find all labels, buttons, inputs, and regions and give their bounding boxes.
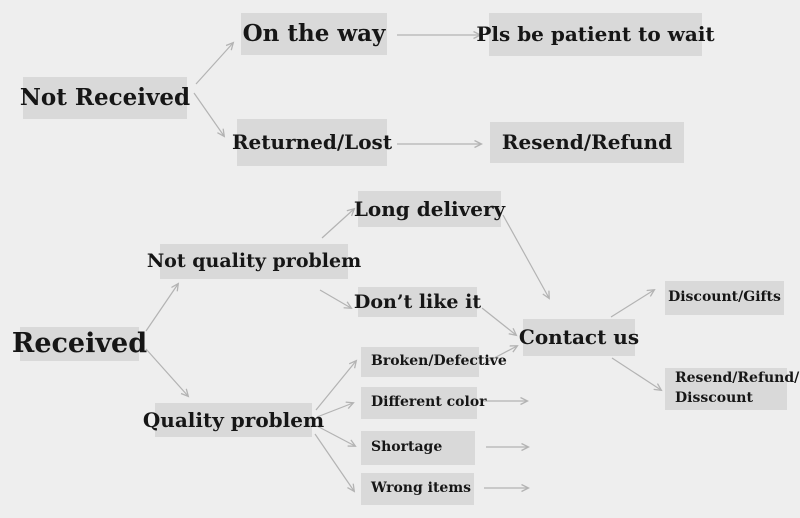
flow-node-label: Quality problem: [142, 407, 325, 432]
edge-not-received-to-on-the-way: [195, 43, 233, 85]
flow-node-different-color: Different color: [361, 387, 487, 419]
flow-node-label: Disscount: [675, 390, 753, 406]
flow-node-not-received: Not Received: [19, 77, 191, 119]
edge-not-received-to-returned-lost: [193, 92, 224, 136]
edge-not-quality-problem-to-long-delivery: [321, 209, 354, 239]
edge-quality-problem-to-shortage: [316, 425, 355, 446]
edge-quality-problem-to-wrong-items: [314, 433, 354, 491]
flow-node-label: Not Received: [19, 83, 191, 111]
edge-received-to-quality-problem: [145, 348, 188, 396]
flow-node-received: Received: [12, 327, 147, 361]
flow-node-label: On the way: [242, 19, 386, 47]
flow-node-label: Don’t like it: [353, 290, 482, 313]
flow-node-label: Contact us: [518, 325, 640, 350]
edge-broken-defective-to-contact-us: [482, 346, 517, 365]
flow-node-dont-like-it: Don’t like it: [354, 287, 481, 317]
flow-node-discount-gifts: Discount/Gifts: [665, 281, 784, 315]
flow-node-quality-problem: Quality problem: [143, 403, 324, 437]
flow-node-label: Long delivery: [353, 196, 506, 221]
flow-node-label: Pls be patient to wait: [476, 22, 715, 47]
flow-node-broken-defective: Broken/Defective: [361, 347, 507, 377]
edge-quality-problem-to-broken-defective: [315, 361, 356, 411]
edge-received-to-not-quality-problem: [145, 284, 178, 332]
flow-node-resend-refund-disscount: Resend/Refund/Disscount: [665, 368, 799, 410]
flow-node-long-delivery: Long delivery: [354, 191, 505, 227]
flow-node-label: Received: [11, 327, 148, 359]
flow-node-wrong-items: Wrong items: [361, 473, 474, 505]
flow-node-label: Returned/Lost: [231, 130, 393, 155]
flow-node-label: Wrong items: [371, 480, 472, 497]
flow-node-label: Shortage: [371, 439, 443, 456]
flow-node-not-quality-problem: Not quality problem: [147, 244, 361, 279]
edge-not-quality-problem-to-dont-like-it: [319, 289, 351, 308]
edge-contact-us-to-discount-gifts: [610, 290, 654, 318]
flow-node-label: Discount/Gifts: [668, 289, 781, 306]
flow-node-shortage: Shortage: [361, 431, 475, 465]
flow-node-label: Broken/Defective: [371, 353, 507, 370]
flow-node-on-the-way: On the way: [241, 13, 387, 55]
flow-node-pls-be-patient-to-wait: Pls be patient to wait: [476, 13, 715, 56]
flow-node-label: Different color: [371, 394, 487, 411]
flow-node-label: Resend/Refund/: [675, 370, 800, 387]
edge-dont-like-it-to-contact-us: [481, 307, 516, 335]
flow-node-label: Resend/Refund: [501, 130, 673, 155]
edge-long-delivery-to-contact-us: [502, 214, 549, 298]
edge-contact-us-to-resend-refund-disscount: [611, 357, 661, 390]
flow-node-returned-lost: Returned/Lost: [232, 119, 392, 166]
flow-node-resend-refund: Resend/Refund: [490, 122, 684, 163]
edge-quality-problem-to-different-color: [316, 403, 353, 418]
flow-node-contact-us: Contact us: [519, 319, 639, 356]
flow-node-label: Not quality problem: [146, 250, 362, 273]
